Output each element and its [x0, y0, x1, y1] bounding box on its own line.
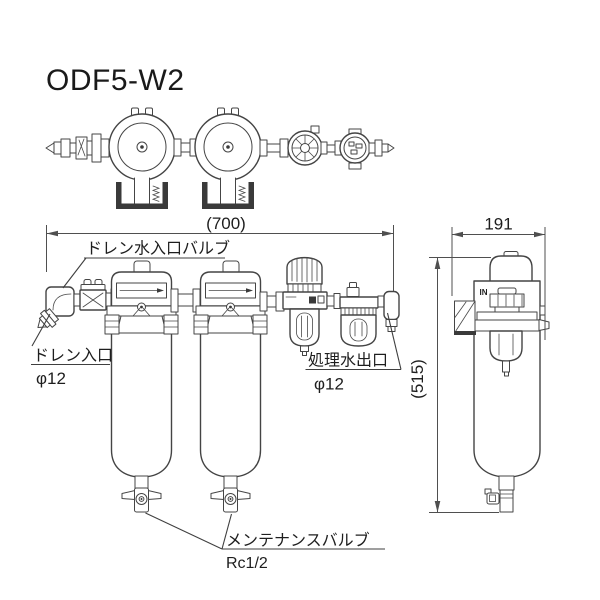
side-view-mounting-bracket: [454, 300, 476, 335]
top-view: [45, 107, 395, 210]
filter-canister-2: [193, 260, 268, 513]
treated-water-outlet-elbow: [377, 290, 400, 332]
leader-line-outlet: [386, 312, 402, 370]
callout-drain-water-inlet-valve: ドレン水入口バルブ: [62, 239, 230, 289]
overall-width-value: (700): [206, 214, 246, 233]
label-maintenance-valve: メンテナンスバルブ: [226, 531, 370, 550]
label-treated-water-outlet: 処理水出口: [308, 352, 388, 370]
small-filter-top-view: [339, 128, 371, 170]
canister-coupling-top-view: [173, 138, 197, 157]
overall-height-value: (515): [408, 359, 427, 399]
canister-1-top-view: [108, 107, 176, 210]
depth-value: 191: [484, 215, 512, 234]
regulator-top-view: [287, 125, 323, 166]
air-filter-regulator: [282, 256, 328, 356]
callout-maintenance-valve: メンテナンスバルブ Rc1/2: [145, 512, 385, 572]
side-view: IN: [454, 251, 550, 513]
filter-coupling-top-view: [320, 140, 342, 156]
callout-treated-water-outlet: 処理水出口 φ12: [305, 312, 402, 394]
regulator-coupling-front: [259, 291, 285, 312]
side-view-maintenance-valve: [484, 475, 515, 513]
dimension-depth: 191: [451, 215, 546, 340]
leader-line-drain-inlet: [31, 313, 51, 347]
inlet-fitting-top-view: [45, 133, 110, 163]
in-port-marking: IN: [480, 288, 488, 297]
leader-line-maintenance-valve-2: [221, 513, 233, 550]
regulator-coupling-top-view: [259, 138, 289, 158]
filter-canister-1: [104, 260, 179, 513]
outlet-fitting-top-view: [368, 139, 395, 157]
label-drain-inlet: ドレン入口: [33, 348, 113, 365]
page-title: ODF5-W2: [46, 64, 185, 97]
label-drain-inlet-diameter: φ12: [36, 369, 66, 388]
side-view-regulator: [464, 287, 550, 377]
label-outlet-diameter: φ12: [314, 375, 344, 394]
front-view: [37, 256, 400, 513]
label-maintenance-valve-thread: Rc1/2: [226, 555, 268, 572]
label-drain-water-inlet-valve: ドレン水入口バルブ: [86, 239, 230, 258]
outlet-filter: [326, 282, 379, 347]
callout-drain-inlet: ドレン入口 φ12: [31, 313, 113, 388]
canister-2-top-view: [194, 107, 262, 210]
dimension-overall-height: (515): [408, 257, 499, 513]
drain-inlet-elbow: [37, 286, 75, 329]
leader-line-inlet-valve: [62, 257, 87, 289]
leader-line-maintenance-valve-1: [145, 512, 223, 550]
dimension-overall-width: (700): [46, 214, 394, 291]
